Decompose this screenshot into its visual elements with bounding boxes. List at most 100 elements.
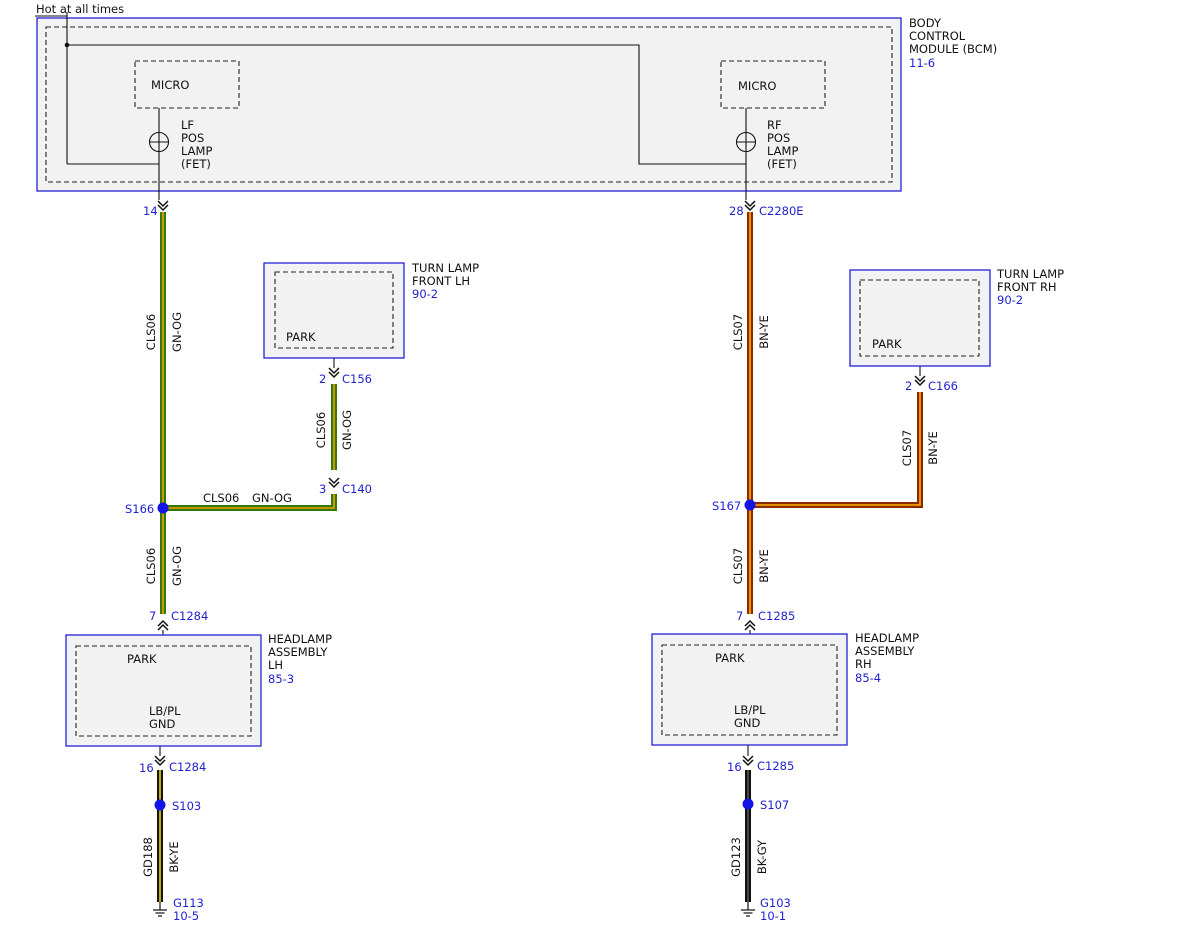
splice-s166[interactable] — [157, 502, 169, 514]
wire-label-cls06-lower-color: GN-OG — [170, 546, 184, 586]
headlamp-lh-box[interactable] — [65, 634, 262, 747]
wire-label-cls07-upper-circuit: CLS07 — [731, 314, 745, 350]
wire-cls07-turn-lamp-rh[interactable] — [750, 392, 923, 508]
connector-c140-symbol — [328, 477, 340, 489]
ground-g113-label: G113 — [173, 896, 204, 910]
connector-c1284-gnd-label: C1284 — [169, 760, 206, 774]
ground-g113-page-ref-link[interactable]: 10-5 — [173, 909, 199, 923]
ground-g103-label: G103 — [760, 896, 791, 910]
wire-label-cls06-lower-circuit: CLS06 — [144, 548, 158, 584]
wire-cls06-c140-to-s166[interactable] — [163, 494, 337, 511]
pin-28-label: 28 — [729, 204, 744, 218]
hot-at-all-times-label: Hot at all times — [36, 2, 124, 16]
headlamp-rh-name-label: HEADLAMP ASSEMBLY RH — [855, 631, 923, 671]
wire-label-cls06-upper-color: GN-OG — [170, 312, 184, 352]
c1284-pin-label: 7 — [149, 609, 156, 623]
headlamp-rh-park-label: PARK — [715, 651, 745, 665]
turn-lamp-rh-name-label: TURN LAMP FRONT RH — [996, 267, 1068, 294]
pin-14-label: 14 — [143, 204, 158, 218]
bcm-name-label: BODY CONTROL MODULE (BCM) — [909, 16, 997, 56]
wire-label-cls06-upper-circuit: CLS06 — [144, 314, 158, 350]
c156-pin-label: 2 — [319, 372, 326, 386]
headlamp-rh-lbpl-label: LB/PL — [734, 703, 766, 717]
wire-label-gd188-color: BK-YE — [167, 841, 181, 872]
bcm-page-ref-link[interactable]: 11-6 — [909, 56, 935, 70]
turn-lamp-lh-box[interactable] — [263, 262, 405, 359]
c1284-gnd-pin-label: 16 — [139, 761, 154, 775]
wire-label-cls07-lower-circuit: CLS07 — [731, 548, 745, 584]
bcm-micro-left-box — [134, 60, 240, 109]
connector-c2280e-label: C2280E — [759, 204, 804, 218]
headlamp-rh-page-ref-link[interactable]: 85-4 — [855, 671, 881, 685]
splice-s167[interactable] — [744, 499, 756, 511]
ground-g103-page-ref-link[interactable]: 10-1 — [760, 909, 786, 923]
wire-label-gd188-circuit: GD188 — [141, 837, 155, 877]
turn-lamp-rh-inner — [859, 279, 980, 357]
splice-s166-label: S166 — [125, 502, 154, 516]
connector-c1285-label: C1285 — [758, 609, 795, 623]
lf-pos-lamp-fet-label: LF POS LAMP (FET) — [181, 118, 216, 171]
bcm-micro-right-box — [720, 60, 826, 109]
connector-c1285-gnd-symbol — [742, 755, 754, 767]
connector-c1284-gnd-symbol — [154, 755, 166, 767]
splice-s103[interactable] — [154, 799, 166, 811]
rf-fet-symbol — [735, 131, 757, 153]
wire-label-cls07-lower-color: BN-YE — [757, 549, 771, 583]
bcm-module-box[interactable] — [36, 17, 902, 192]
wire-label-gd123-color: BK-GY — [755, 839, 769, 874]
wire-label-gd123-circuit: GD123 — [729, 837, 743, 877]
splice-s167-label: S167 — [712, 499, 741, 513]
headlamp-rh-box[interactable] — [651, 633, 848, 746]
connector-c166-symbol — [914, 375, 926, 387]
c1285-pin-label: 7 — [736, 609, 743, 623]
connector-c156-symbol — [328, 367, 340, 379]
connector-c1284-label: C1284 — [171, 609, 208, 623]
turn-lamp-rh-park-label: PARK — [872, 337, 902, 351]
headlamp-lh-gnd-label: GND — [149, 717, 176, 731]
ground-g103-symbol — [741, 902, 755, 917]
headlamp-rh-inner — [661, 644, 838, 736]
turn-lamp-lh-page-ref-link[interactable]: 90-2 — [412, 287, 438, 301]
connector-c166-label: C166 — [928, 379, 958, 393]
wire-label-cls06-horizontal-circuit: CLS06 — [203, 491, 239, 505]
headlamp-lh-park-label: PARK — [127, 652, 157, 666]
turn-lamp-rh-page-ref-link[interactable]: 90-2 — [997, 293, 1023, 307]
connector-c1284-symbol — [157, 619, 169, 631]
headlamp-lh-page-ref-link[interactable]: 85-3 — [268, 672, 294, 686]
connector-c1285-gnd-label: C1285 — [757, 759, 794, 773]
rf-pos-lamp-fet-label: RF POS LAMP (FET) — [767, 118, 802, 171]
bcm-rf-feed-line — [67, 44, 746, 165]
turn-lamp-lh-inner — [274, 271, 394, 349]
headlamp-lh-lbpl-label: LB/PL — [149, 704, 181, 718]
c140-pin-label: 3 — [319, 482, 326, 496]
connector-c1285-symbol — [744, 619, 756, 631]
wire-label-cls07-upper-color: BN-YE — [757, 315, 771, 349]
splice-s107-label: S107 — [760, 798, 789, 812]
headlamp-lh-name-label: HEADLAMP ASSEMBLY LH — [268, 632, 336, 672]
wire-label-cls07-turn-color: BN-YE — [926, 431, 940, 465]
headlamp-lh-inner — [75, 645, 252, 737]
ground-g113-symbol — [153, 902, 167, 917]
wire-label-cls06-turn-circuit: CLS06 — [314, 412, 328, 448]
c1285-gnd-pin-label: 16 — [727, 760, 742, 774]
splice-s103-label: S103 — [172, 799, 201, 813]
bcm-micro-right-label: MICRO — [738, 79, 776, 93]
connector-c2280e-symbol — [744, 200, 756, 212]
splice-s107[interactable] — [742, 798, 754, 810]
lf-fet-symbol — [148, 131, 170, 153]
bcm-internal-outline — [45, 26, 893, 183]
headlamp-rh-gnd-label: GND — [734, 716, 761, 730]
turn-lamp-lh-park-label: PARK — [286, 330, 316, 344]
connector-c156-label: C156 — [342, 372, 372, 386]
turn-lamp-rh-box[interactable] — [849, 269, 991, 367]
wire-label-cls06-turn-color: GN-OG — [340, 410, 354, 450]
connector-symbols — [154, 200, 926, 767]
turn-lamp-lh-name-label: TURN LAMP FRONT LH — [411, 261, 483, 288]
connector-c14-symbol — [157, 200, 169, 212]
wire-label-cls06-horizontal-color: GN-OG — [252, 491, 292, 505]
c166-pin-label: 2 — [905, 379, 912, 393]
connector-c140-label: C140 — [342, 482, 372, 496]
wire-label-cls07-turn-circuit: CLS07 — [900, 430, 914, 466]
bcm-micro-left-label: MICRO — [151, 78, 189, 92]
